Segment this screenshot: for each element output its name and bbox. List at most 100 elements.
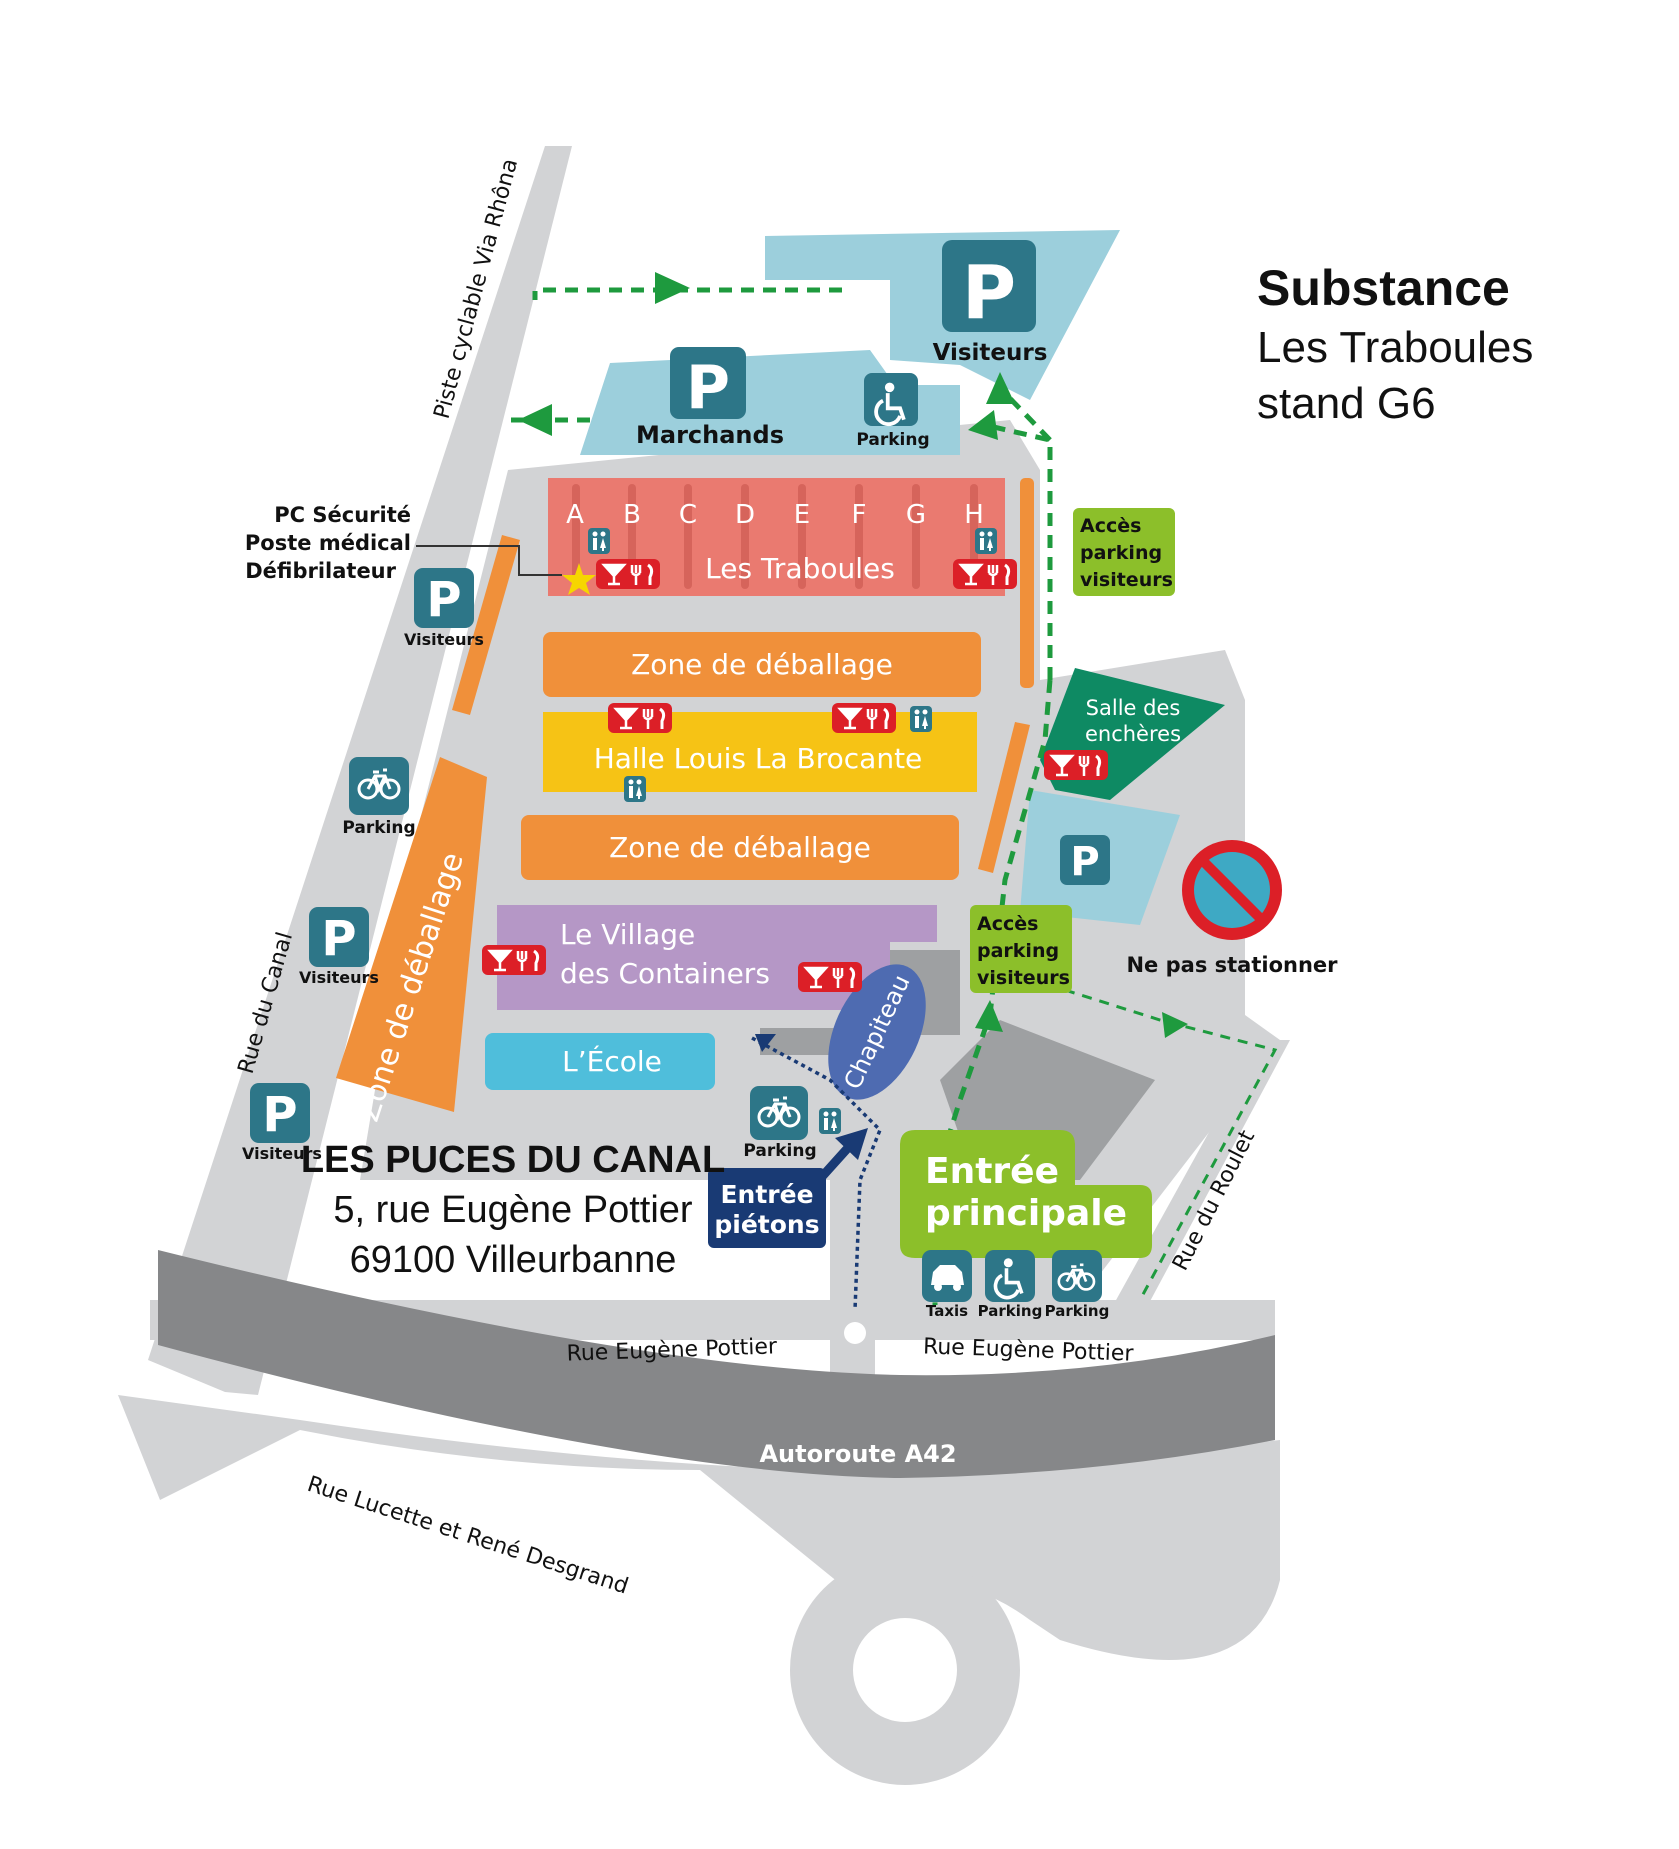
parking-icon xyxy=(250,1083,310,1143)
venue-address-1: 5, rue Eugène Pottier xyxy=(333,1189,692,1231)
parking-right-small[interactable]: P xyxy=(1060,835,1110,885)
bike-center-label: Parking xyxy=(743,1141,816,1161)
village-label-1: Le Village xyxy=(560,918,695,951)
restroom-icon xyxy=(624,776,646,802)
highway-a42: Autoroute A42 xyxy=(158,1250,1275,1478)
ecole-label: L’École xyxy=(562,1044,662,1078)
security-line-2: Poste médical xyxy=(245,531,411,555)
visiteurs-left-label: Visiteurs xyxy=(404,630,484,649)
parking-visiteurs-top[interactable]: P Visiteurs xyxy=(933,240,1048,366)
access-parking-bottom[interactable]: Accès parking visiteurs xyxy=(970,905,1072,993)
deballage-2-label: Zone de déballage xyxy=(609,831,871,864)
access-top-line3: visiteurs xyxy=(1080,569,1173,591)
orange-side-strips xyxy=(452,478,1034,873)
restroom-icon xyxy=(588,528,610,554)
stand-letter-h: H xyxy=(964,500,984,530)
parking-visiteurs-bottom-left[interactable]: Visiteurs xyxy=(242,1083,322,1163)
zone-deballage-2[interactable]: Zone de déballage xyxy=(521,815,959,880)
parking-visiteurs-canal[interactable]: Visiteurs xyxy=(299,907,379,987)
marchands-label: Marchands xyxy=(636,421,784,449)
zone-deballage-1[interactable]: Zone de déballage xyxy=(543,632,981,697)
restroom-icon xyxy=(819,1108,841,1134)
parking-icon xyxy=(414,568,474,628)
arrow-left-top-icon xyxy=(655,272,690,304)
arrow-up-marchands-icon xyxy=(968,410,998,440)
security-leader-line xyxy=(416,545,562,576)
access-top-line1: Accès xyxy=(1080,515,1141,537)
bar-restaurant-icon xyxy=(606,701,674,735)
venue-name: LES PUCES DU CANAL xyxy=(301,1139,725,1181)
stand-letter-c: C xyxy=(679,500,697,530)
bike-parking-left[interactable]: Parking xyxy=(342,757,416,838)
restroom-icon xyxy=(975,528,997,554)
parking-disabled-bottom[interactable]: Parking xyxy=(978,1250,1043,1320)
venue-info: LES PUCES DU CANAL 5, rue Eugène Pottier… xyxy=(301,1139,725,1281)
access-bottom-line1: Accès xyxy=(977,913,1038,935)
bike-parking-center[interactable]: Parking xyxy=(743,1086,817,1161)
access-bottom-line3: visiteurs xyxy=(977,967,1070,989)
bar-restaurant-icon xyxy=(594,557,662,591)
arrow-up-entrance-icon xyxy=(975,1000,1003,1032)
desgrand-label: Rue Lucette et René Desgrand xyxy=(304,1472,631,1600)
disabled-bottom-label: Parking xyxy=(978,1302,1043,1320)
parking-marchands[interactable]: P Marchands xyxy=(636,347,784,449)
stand-letter-b: B xyxy=(623,500,641,530)
pedestrian-entrance[interactable]: Entrée piétons xyxy=(708,1128,868,1248)
taxi-label: Taxis xyxy=(926,1302,968,1320)
no-parking-label: Ne pas stationner xyxy=(1126,953,1338,977)
stand-letter-g: G xyxy=(906,500,926,530)
access-parking-top[interactable]: Accès parking visiteurs xyxy=(1073,508,1175,596)
main-entrance[interactable]: Entrée principale xyxy=(900,1130,1152,1258)
pedestrian-label-2: piétons xyxy=(714,1210,819,1239)
salle-label-2: enchères xyxy=(1085,722,1181,746)
stand-letter-d: D xyxy=(735,500,755,530)
village-label-2: des Containers xyxy=(560,957,770,990)
bar-restaurant-icon xyxy=(480,943,548,977)
taxi-icon xyxy=(931,1265,964,1285)
parking-icon: P xyxy=(962,250,1016,336)
no-parking-sign: Ne pas stationner xyxy=(1126,840,1338,977)
arrow-left-mid-icon xyxy=(518,404,552,436)
bike-bottom-label: Parking xyxy=(1045,1302,1110,1320)
salle-label-1: Salle des xyxy=(1086,696,1181,720)
highlight-name: Substance xyxy=(1257,260,1510,316)
stand-letter-a: A xyxy=(566,500,584,530)
stand-letter-e: E xyxy=(794,500,810,530)
bar-restaurant-icon xyxy=(796,960,864,994)
visiteurs-bottom-left-label: Visiteurs xyxy=(242,1144,322,1163)
security-line-3: Défibrilateur xyxy=(245,559,396,583)
highlight-stand: stand G6 xyxy=(1257,379,1436,428)
security-post[interactable]: PC Sécurité Poste médical Défibrilateur xyxy=(245,503,562,583)
parking-disabled-top[interactable]: Parking xyxy=(856,373,930,450)
amenity-icons xyxy=(480,528,1110,1134)
visiteurs-canal-label: Visiteurs xyxy=(299,968,379,987)
no-parking-icon xyxy=(1196,854,1268,926)
main-entrance-label-1: Entrée xyxy=(925,1151,1059,1192)
bike-parking-bottom[interactable]: Parking xyxy=(1045,1250,1110,1320)
parking-icon xyxy=(309,907,369,967)
parking-visiteurs-left[interactable]: Visiteurs xyxy=(404,568,484,649)
restroom-icon xyxy=(910,706,932,732)
access-bottom-line2: parking xyxy=(977,940,1059,962)
main-entrance-label-2: principale xyxy=(925,1193,1127,1234)
arrow-pedestrian-icon xyxy=(755,1034,776,1052)
parking-disabled-top-label: Parking xyxy=(856,430,929,450)
zone-ecole[interactable]: L’École xyxy=(485,1033,715,1090)
parking-icon: P xyxy=(686,353,730,423)
taxi-stand[interactable]: Taxis xyxy=(922,1250,972,1320)
highlight-location: Les Traboules xyxy=(1257,323,1533,372)
access-top-line2: parking xyxy=(1080,542,1162,564)
bike-left-label: Parking xyxy=(342,818,415,838)
arrow-up-visiteurs-icon xyxy=(986,372,1015,404)
bar-restaurant-icon xyxy=(951,557,1019,591)
deballage-1-label: Zone de déballage xyxy=(631,648,893,681)
traboules-label: Les Traboules xyxy=(705,552,895,585)
arrow-right-icon xyxy=(1162,1012,1188,1038)
star-icon xyxy=(562,563,596,595)
halle-label: Halle Louis La Brocante xyxy=(594,742,923,775)
highlight-info: Substance Les Traboules stand G6 xyxy=(1257,260,1533,428)
pedestrian-label-1: Entrée xyxy=(720,1180,813,1209)
bar-restaurant-icon xyxy=(830,701,898,735)
parking-icon: P xyxy=(1070,839,1099,885)
